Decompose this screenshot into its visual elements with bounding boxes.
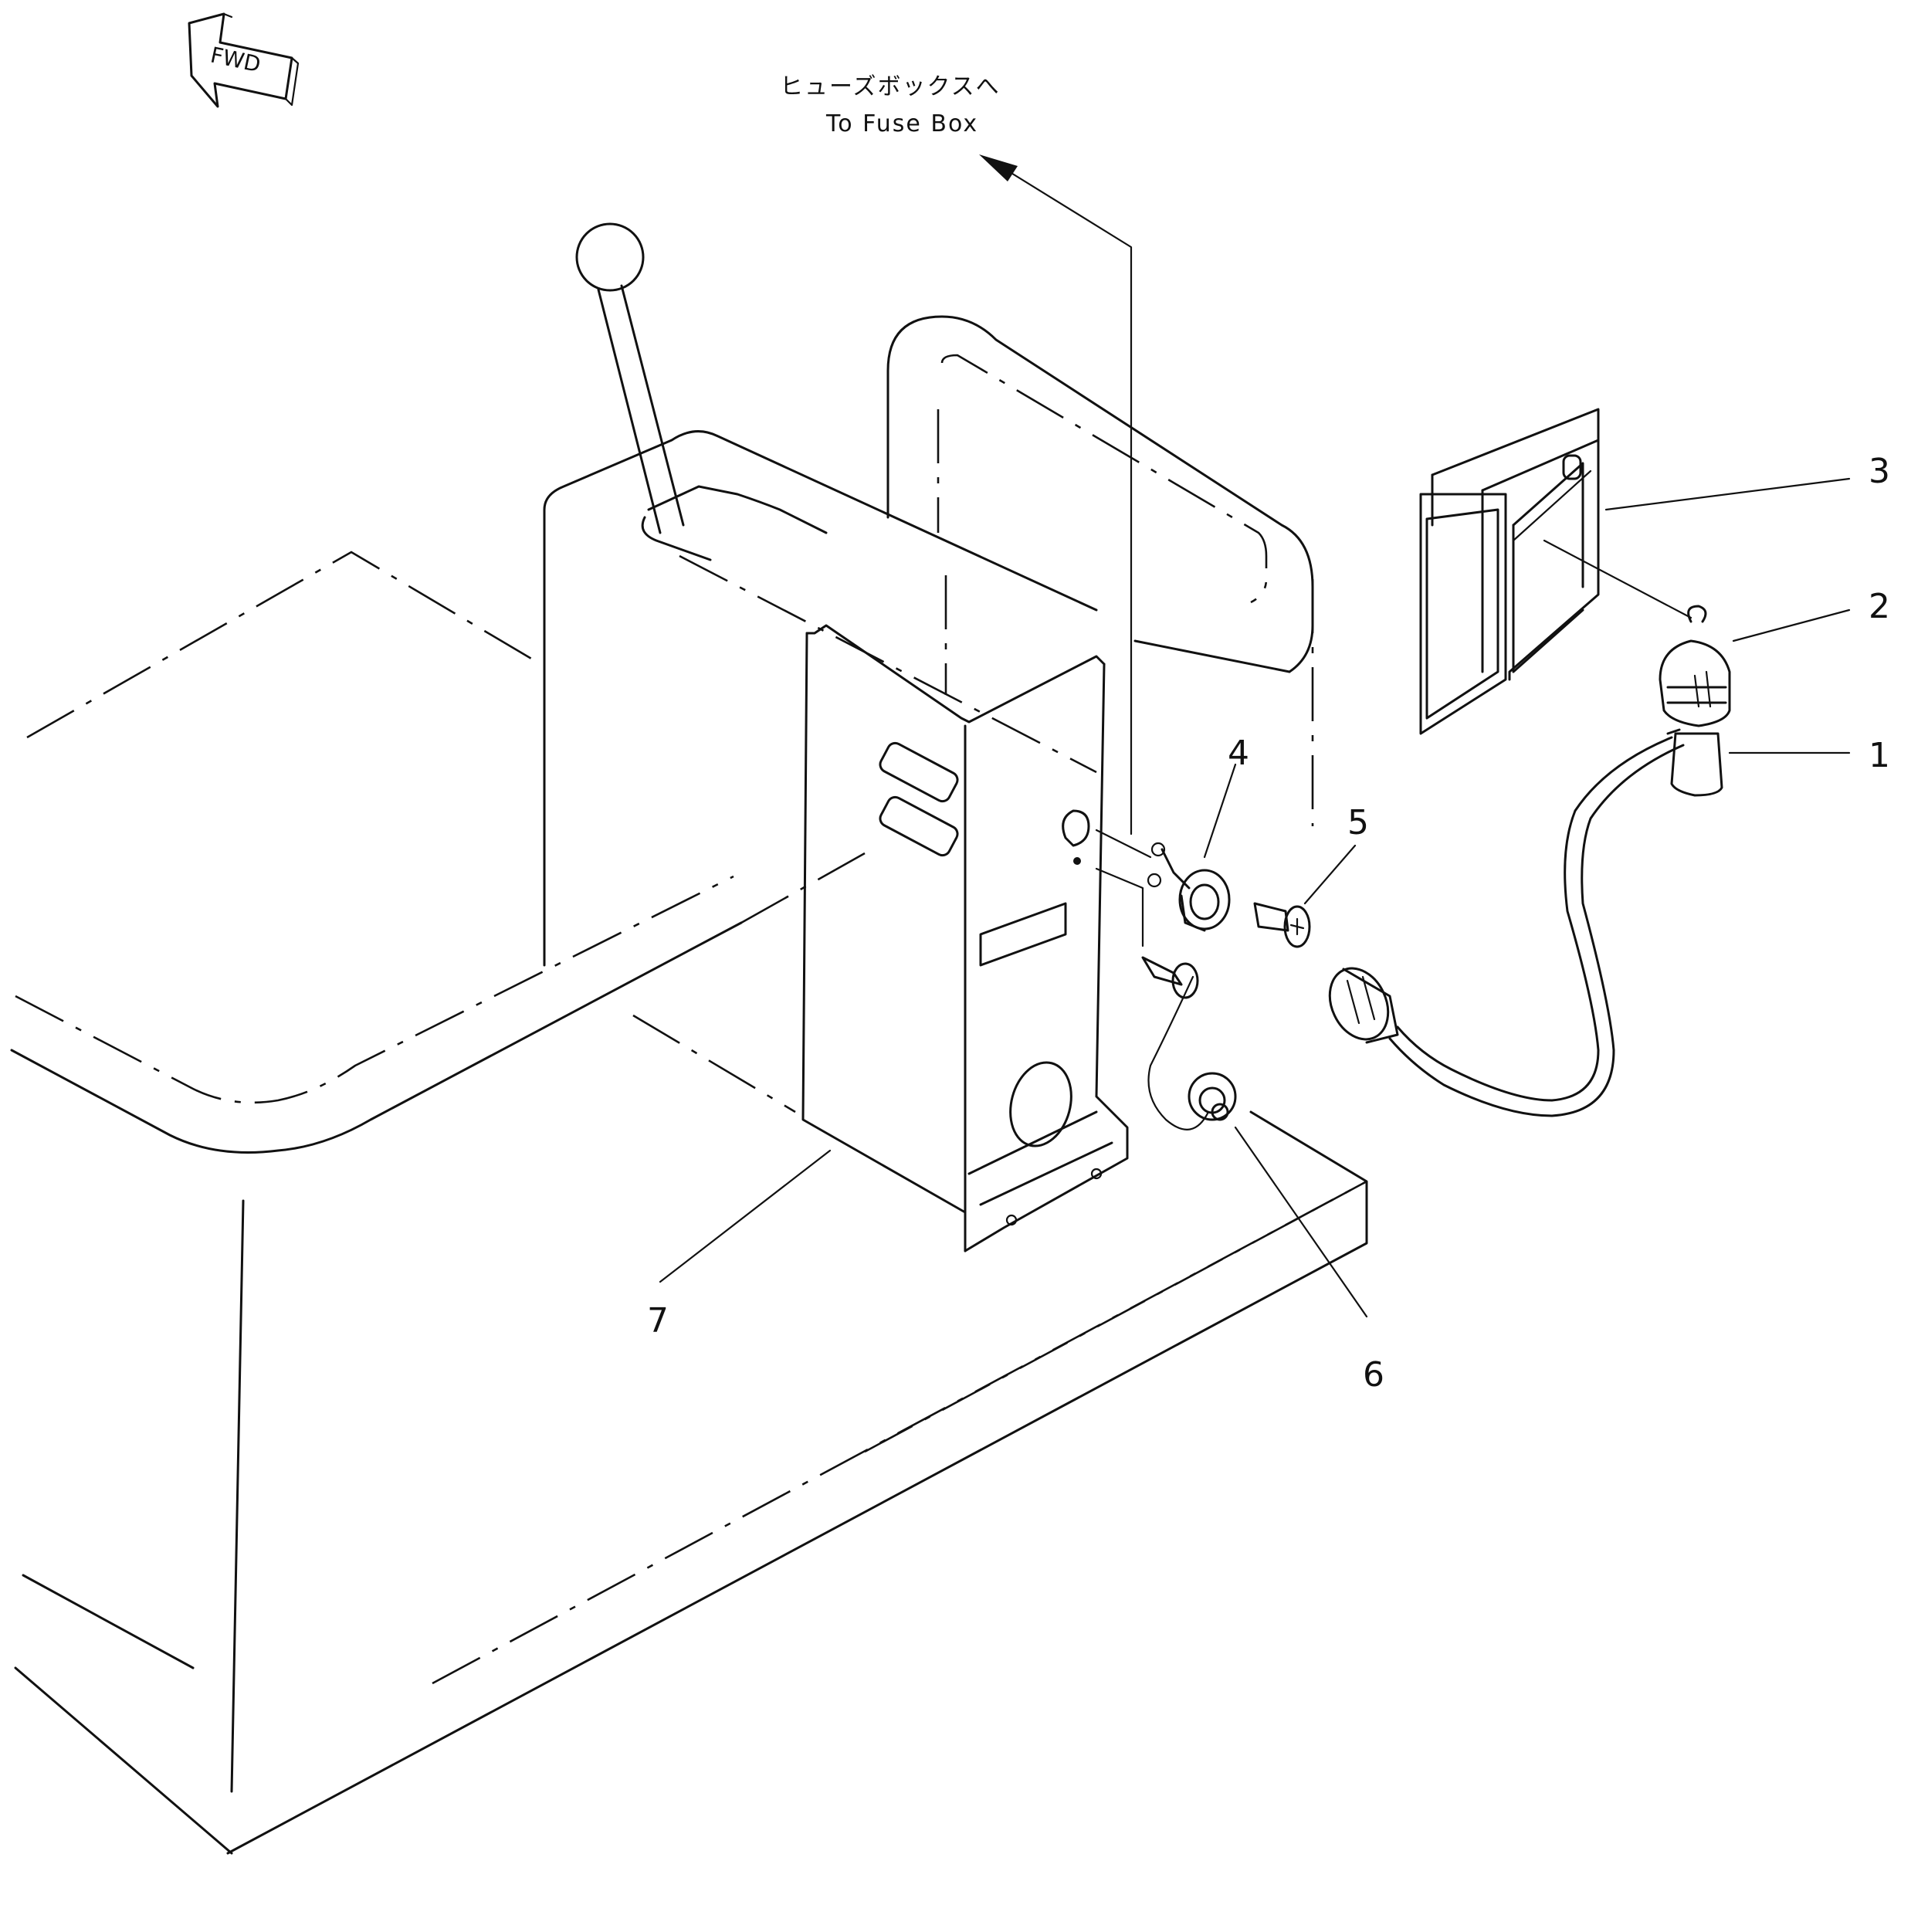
- control-lever: [575, 222, 685, 534]
- handrail: [886, 315, 1314, 826]
- part-2-lamp: [1543, 539, 1731, 727]
- callout-1: 1: [1869, 736, 1890, 775]
- fuse-box-label-en: To Fuse Box: [825, 110, 978, 137]
- callout-4: 4: [1228, 734, 1249, 773]
- part-1-plug: [1328, 728, 1723, 1117]
- part-5-screw: [1253, 902, 1311, 948]
- callout-5: 5: [1347, 803, 1369, 842]
- console-box: [543, 430, 1098, 967]
- callout-6: 6: [1363, 1355, 1384, 1395]
- leader-lines: [659, 477, 1851, 1318]
- part-4-socket: [1095, 829, 1231, 947]
- fuse-box-wire: [1002, 167, 1133, 836]
- callout-7: 7: [647, 1301, 669, 1341]
- part-6-cap: [1141, 956, 1237, 1130]
- fwd-arrow-icon: FWD: [188, 12, 300, 108]
- callout-2: 2: [1869, 587, 1890, 626]
- fwd-label: FWD: [208, 42, 263, 77]
- callout-3: 3: [1869, 452, 1890, 491]
- fuse-box-arrowhead: [979, 154, 1018, 181]
- part-7-cover: [801, 575, 1129, 1252]
- fuse-box-label-jp: ヒューズボックスへ: [780, 73, 1001, 100]
- platform-outline: [10, 551, 1368, 1855]
- part-3-case: [1419, 408, 1600, 735]
